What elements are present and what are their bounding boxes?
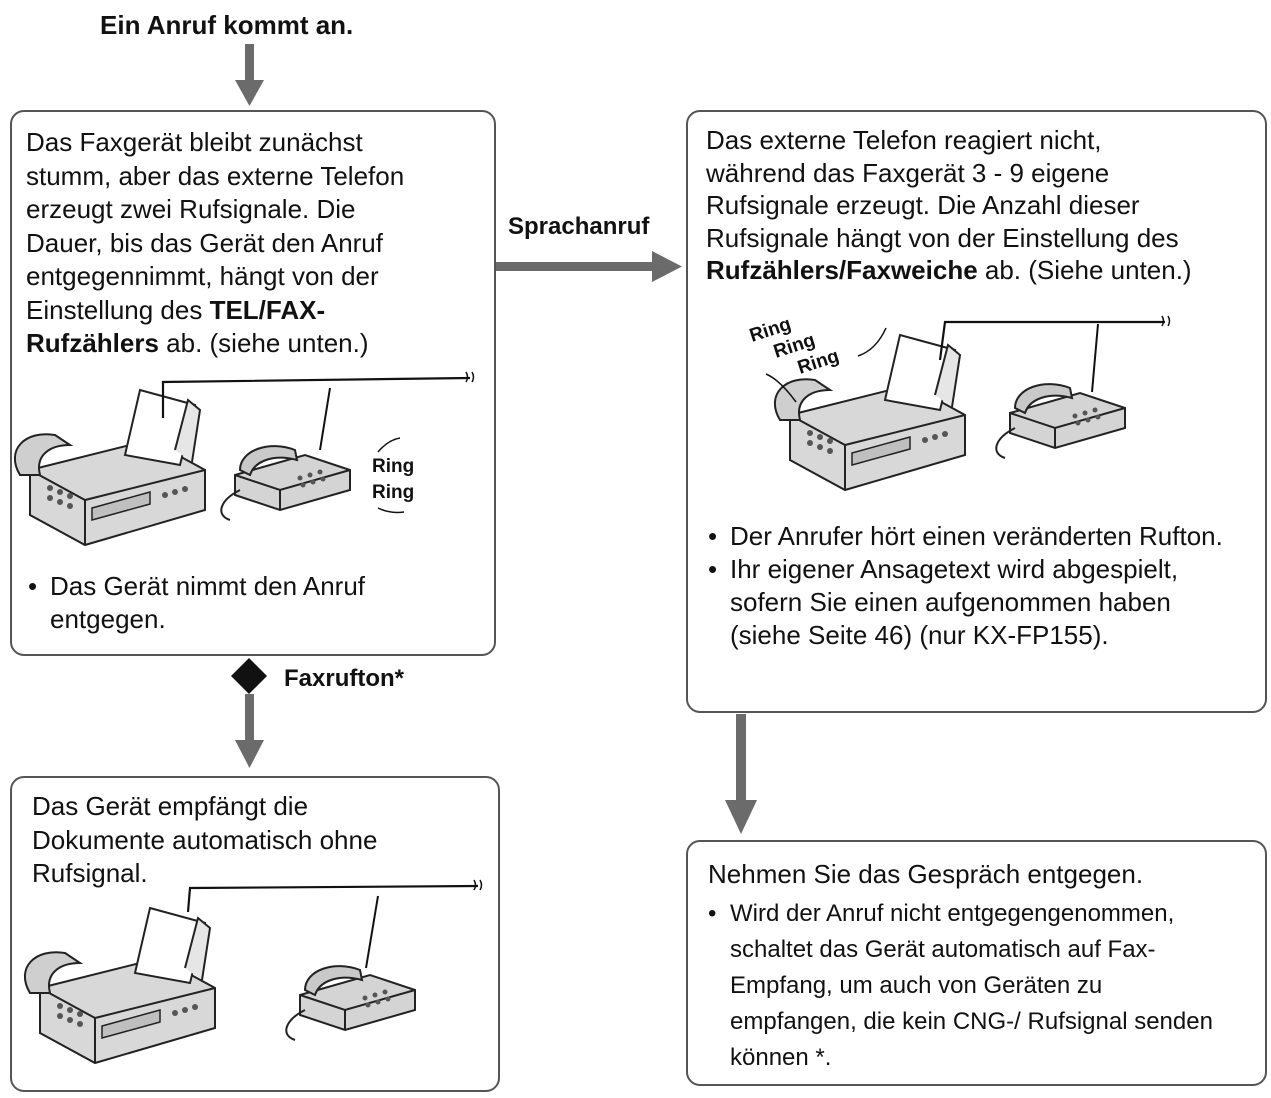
label-voice-call: Sprachanruf: [508, 213, 650, 240]
cable-b: [938, 320, 1165, 361]
box-c-text: Das Gerät empfängt die Dokumente automat…: [32, 790, 482, 891]
phone-icon-c: [285, 965, 416, 1041]
box-a-line-3: erzeugt zwei Rufsignale. Die: [26, 194, 356, 224]
box-d-bullets: Wird der Anruf nicht entgegengenommen, s…: [706, 896, 1226, 1076]
box-a-line-7-bold: Rufzählers: [26, 328, 159, 358]
ring-wave-icon-a1: [377, 437, 401, 453]
box-a-line-4: Dauer, bis das Gerät den Anruf: [26, 227, 383, 258]
fax-machine-icon-c: [23, 907, 217, 1064]
box-b-line-2: während das Faxgerät 3 - 9 eigene: [706, 157, 1110, 188]
box-c-line-3: Rufsignal.: [32, 858, 148, 888]
box-a-line-7: Rufzählers ab. (siehe unten.): [26, 327, 486, 361]
box-d-line-1: Nehmen Sie das Gespräch entgegen.: [708, 859, 1144, 889]
box-c-line-2: Dokumente automatisch ohne: [32, 824, 378, 855]
box-a-line-1: Das Faxgerät bleibt zunächst: [26, 127, 363, 157]
box-b-bullet-1: Der Anrufer hört einen veränderten Rufto…: [706, 520, 1246, 553]
ring-wave-icon-a2: [377, 507, 405, 514]
arrow-start-down: [235, 44, 264, 106]
arrow-fax-tone: [231, 658, 267, 768]
cable-a: [161, 376, 471, 418]
box-b-line-5-post: ab. (Siehe unten.): [977, 255, 1192, 285]
box-d-bullet-1: Wird der Anruf nicht entgegengenommen, s…: [706, 896, 1226, 1076]
fax-machine-icon-a: [13, 389, 207, 546]
box-b-line-5: Rufzählers/Faxweiche ab. (Siehe unten.): [706, 254, 1266, 287]
label-fax-tone: Faxrufton*: [284, 665, 404, 692]
box-a-line-6: Einstellung des TEL/FAX-: [26, 294, 486, 328]
box-answer-call: Nehmen Sie das Gespräch entgegen. Wird d…: [686, 840, 1267, 1086]
cable-c: [186, 884, 479, 913]
phone-cable-a: [319, 387, 331, 451]
cable-end-icon-a: [465, 371, 475, 383]
arrow-answer: [725, 714, 757, 834]
phone-cable-b: [1091, 323, 1099, 393]
box-b-line-5-bold: Rufzählers/Faxweiche: [706, 255, 978, 285]
arrow-voice-call: [496, 251, 682, 282]
box-b-text: Das externe Telefon reagiert nicht, währ…: [706, 124, 1266, 287]
box-a-line-6-bold: TEL/FAX-: [209, 294, 326, 325]
phone-icon-b: [995, 383, 1126, 459]
box-b-line-4: Rufsignale hängt von der Einstellung des: [706, 222, 1179, 253]
cable-end-icon-b: [1161, 315, 1171, 327]
box-a-bullets: Das Gerät nimmt den Anruf entgegen.: [26, 570, 466, 636]
box-c-line-1: Das Gerät empfängt die: [32, 791, 309, 821]
box-a-text: Das Faxgerät bleibt zunächst stumm, aber…: [26, 126, 486, 361]
box-a-line-7-post: ab. (siehe unten.): [158, 328, 369, 358]
phone-cable-c: [365, 895, 379, 969]
box-a-line-2: stumm, aber das externe Telefon: [26, 160, 405, 191]
box-b-bullet-2: Ihr eigener Ansagetext wird abgespielt, …: [706, 553, 1246, 652]
box-b-bullets: Der Anrufer hört einen veränderten Rufto…: [706, 520, 1246, 652]
box-a-line-6-pre: Einstellung des: [26, 294, 210, 325]
box-a-line-5: entgegennimmt, hängt von der: [26, 261, 379, 291]
ring-label-a2: Ring: [372, 482, 414, 503]
diagram-title: Ein Anruf kommt an.: [100, 10, 354, 40]
ring-wave-icon-b1: [765, 373, 797, 403]
phone-icon-a: [220, 445, 351, 521]
ring-wave-icon-b2: [857, 327, 887, 357]
cable-end-icon-c: [473, 879, 483, 891]
box-b-line-1: Das externe Telefon reagiert nicht,: [706, 125, 1102, 155]
ring-label-a1: Ring: [372, 456, 414, 477]
box-fax-silent: Das Faxgerät bleibt zunächst stumm, aber…: [10, 110, 496, 656]
box-a-bullet-1: Das Gerät nimmt den Anruf entgegen.: [26, 570, 466, 636]
decision-diamond-icon: [231, 658, 267, 694]
box-b-line-3: Rufsignale erzeugt. Die Anzahl dieser: [706, 190, 1140, 220]
